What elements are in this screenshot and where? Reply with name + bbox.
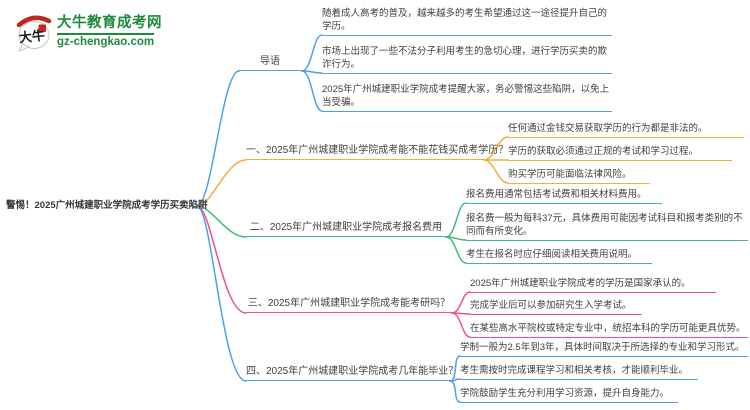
logo-mark-text: 大牛 [18,28,45,46]
branch-1-child-3: 2025年广州城建职业学院成考提醒大家，务必警惕这些陷阱，以免上当受骗。 [322,83,612,112]
connector-root-b2 [196,159,247,207]
connector-b2-c3 [483,159,509,184]
connector-b1-c1 [301,34,323,72]
branch-3-label: 二、2025年广州城建职业学院成考报名费用 [246,221,446,237]
branch-1-label: 导语 [238,55,302,71]
connector-b4-c1 [451,291,471,314]
branch-5-child-3: 学院鼓励学生充分利用学习资源，提升自身能力。 [460,387,678,403]
site-name: 大牛教育成考网 [57,14,162,31]
connector-b3-c3 [445,236,467,264]
branch-3-child-1: 报名费用通常包括考试费和相关材料费用。 [466,188,662,204]
branch-1-child-1: 随着成人高考的普及，越来越多的考生希望通过这一途径提升自己的学历。 [322,7,612,36]
connector-b4-c3 [451,312,471,338]
connector-b1-c3 [301,70,323,112]
logo: 大牛 大牛教育成考网 gz-chengkao.com [16,12,162,52]
daniu-bull-icon: 大牛 [16,15,52,52]
branch-1-child-2: 市场上出现了一些不法分子利用考生的急切心理，进行学历买卖的欺诈行为。 [322,45,612,74]
connector-b3-c1 [445,202,467,238]
branch-3-child-2: 报名费一般为每科37元，具体费用可能因考试科目和报考类别的不同而有所变化。 [466,212,748,241]
branch-5-child-2: 考生需按时完成课程学习和相关考核，才能顺利毕业。 [460,364,698,380]
branch-2-child-1: 任何通过金钱交易获取学历的行为都是非法的。 [508,122,744,138]
red-seal [38,24,46,32]
logo-text: 大牛教育成考网 gz-chengkao.com [57,15,162,50]
connector-root-b1 [196,70,240,207]
speech-bubble-tail [17,43,31,52]
branch-4-child-3: 在某些高水平院校或特定专业中，统招本科的学历可能更具优势。 [470,322,748,338]
branch-5-label: 四、2025年广州城建职业学院成考几年能毕业？ [246,365,458,381]
connector-b5-c3 [449,380,461,403]
red-arc [16,15,52,28]
branch-4-child-1: 2025年广州城建职业学院成考的学历是国家承认的。 [470,277,716,293]
site-url: gz-chengkao.com [57,32,155,49]
root-topic: 警惕！2025广州城建职业学院成考学历买卖陷阱 [6,200,208,211]
connector-root-b3 [196,205,247,238]
branch-5-child-1: 学制一般为2.5年到3年，具体时间取决于所选择的专业和学习形式。 [460,341,748,357]
branch-2-child-3: 购买学历可能面临法律风险。 [508,168,650,184]
branch-2-label: 一、2025年广州城建职业学院成考能不能花钱买成考学历？ [246,144,508,160]
branch-4-label: 三、2025年广州城建职业学院成考能考研吗？ [246,297,452,313]
connector-root-b5 [196,205,247,382]
branch-3-child-3: 考生在报名时应仔细阅读相关费用说明。 [466,248,652,264]
connector-root-b4 [196,205,247,314]
branch-2-child-2: 学历的获取必须通过正规的考试和学习过程。 [508,145,732,161]
branch-4-child-2: 完成学业后可以参加研究生入学考试。 [470,299,642,315]
